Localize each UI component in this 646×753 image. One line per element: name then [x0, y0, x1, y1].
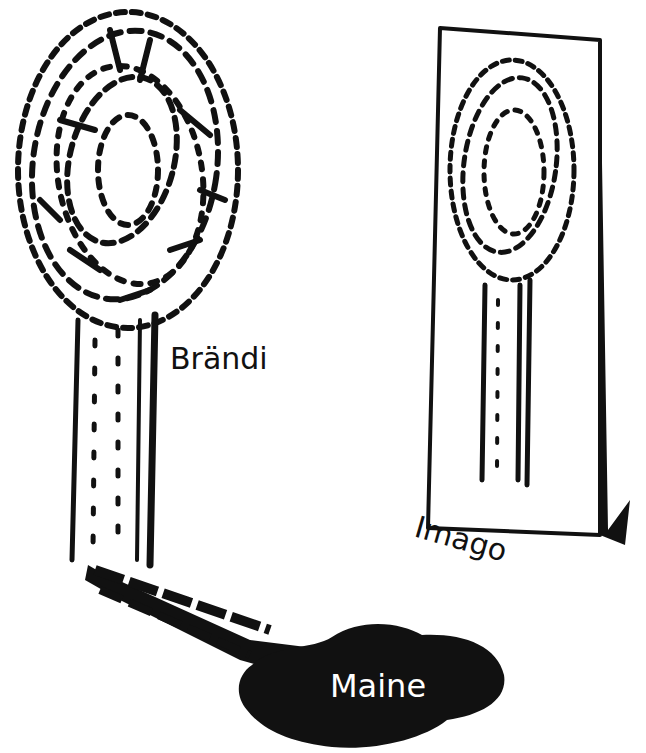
part-label: Brändi: [170, 344, 268, 374]
shadow-blob: Maine: [232, 615, 508, 753]
shadow-streak: [100, 590, 250, 655]
picture-frame: [428, 28, 630, 545]
node-text: Maine: [330, 670, 426, 702]
tree-crown: [15, 12, 238, 328]
tree-trunk: [72, 315, 155, 565]
